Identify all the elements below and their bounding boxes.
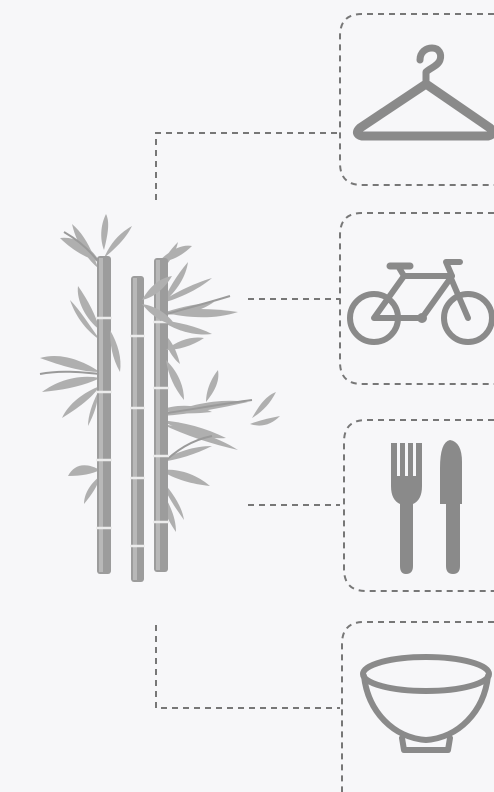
fork-knife-icon bbox=[391, 440, 462, 574]
frame-bowl bbox=[342, 622, 494, 792]
fork-icon bbox=[391, 443, 422, 574]
clothes-hanger-icon bbox=[357, 48, 492, 136]
connector-bowl bbox=[156, 625, 340, 708]
knife-icon bbox=[440, 440, 462, 574]
bowl-icon bbox=[363, 657, 489, 750]
connector-hanger bbox=[156, 133, 340, 200]
bicycle-icon bbox=[350, 262, 492, 342]
connector-lines bbox=[156, 133, 340, 708]
bamboo-branches bbox=[40, 232, 252, 466]
frame-hanger bbox=[340, 14, 494, 185]
bamboo-icon bbox=[40, 214, 280, 582]
